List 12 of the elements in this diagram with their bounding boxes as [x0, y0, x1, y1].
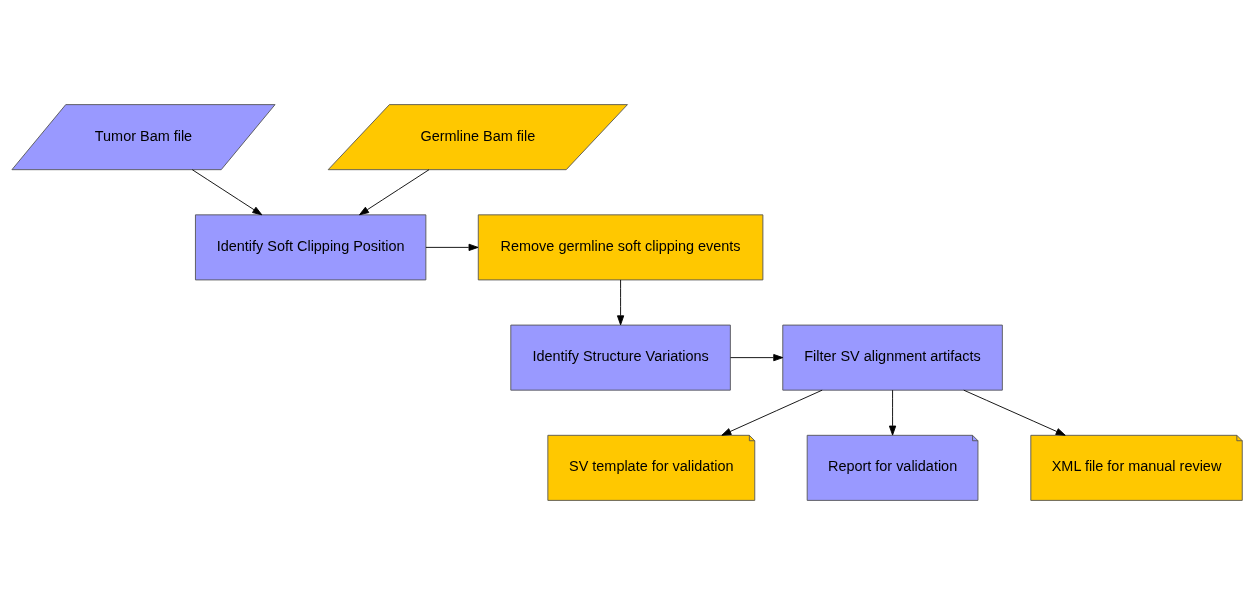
arrow — [721, 389, 823, 436]
arrow — [616, 279, 625, 326]
arrow — [425, 243, 479, 251]
arrow — [888, 389, 897, 436]
node-box: Filter SV alignment artifacts — [782, 324, 1003, 391]
arrow — [191, 169, 263, 216]
arrow — [359, 169, 430, 216]
node-box: Identify Structure Variations — [510, 324, 731, 391]
arrow — [730, 354, 784, 362]
node-box: Remove germline soft clipping events — [477, 214, 764, 281]
node-box: Identify Soft Clipping Position — [195, 214, 427, 281]
arrow — [963, 389, 1066, 436]
